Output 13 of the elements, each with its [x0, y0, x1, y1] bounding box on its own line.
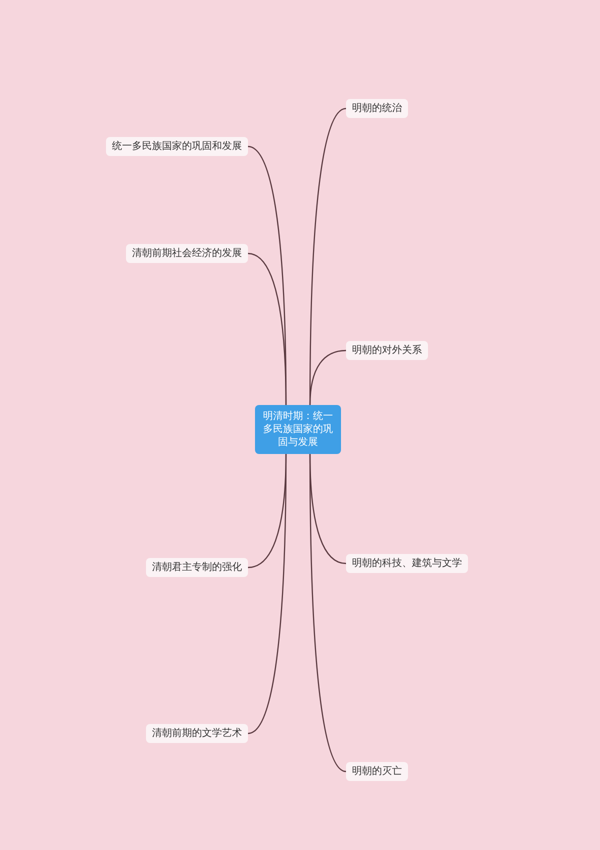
branch-topic: 清朝前期的文学艺术 — [146, 724, 248, 743]
branch-connector — [309, 350, 346, 406]
branch-topic: 明朝的科技、建筑与文学 — [346, 554, 468, 573]
branch-topic: 清朝前期社会经济的发展 — [126, 244, 248, 263]
branch-topic: 明朝的灭亡 — [346, 762, 408, 781]
central-topic: 明清时期：统一多民族国家的巩固与发展 — [255, 405, 341, 454]
branch-topic: 明朝的统治 — [346, 99, 408, 118]
branch-connector — [248, 252, 287, 405]
branch-topic: 明朝的对外关系 — [346, 341, 428, 360]
branch-connector — [309, 454, 346, 772]
branch-connector — [248, 454, 287, 734]
branch-topic: 清朝君主专制的强化 — [146, 558, 248, 577]
branch-topic: 统一多民族国家的巩固和发展 — [106, 137, 248, 156]
